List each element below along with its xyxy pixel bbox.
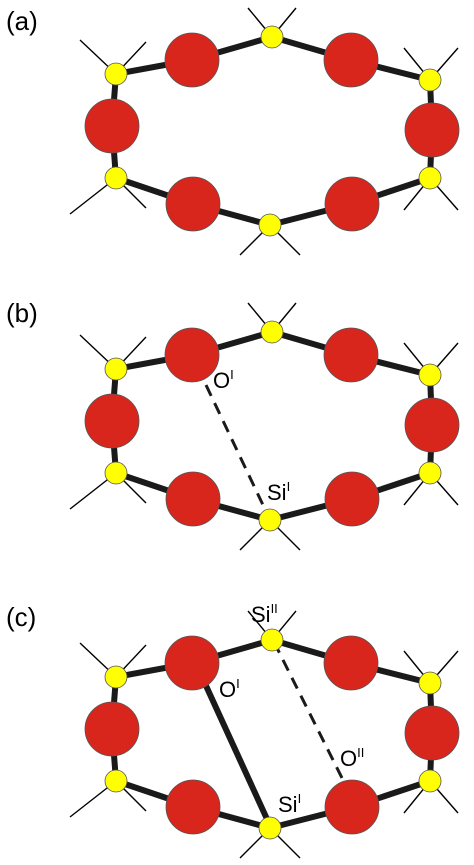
silicon-atom-1 [418,68,442,92]
silicon-atom-3 [258,816,282,840]
silicon-atom-2 [418,769,442,793]
dashed-bond-oI-siI [204,384,265,506]
oxygen-atom-5 [84,701,140,757]
silicon-atom-5 [104,665,128,689]
silicon-atom-1 [418,363,442,387]
oxygen-atom-3 [324,779,380,835]
oxygen-atom-5 [84,393,140,449]
ring-a [69,7,460,256]
panel-label-c: (c) [6,602,36,632]
oxygen-atom-1 [323,32,379,88]
atom-label-siI-c: SiI [278,791,301,817]
panel-a: (a) [6,6,460,256]
panel-label-b: (b) [6,298,38,328]
atom-label-oI-b: OI [213,367,234,393]
silicon-atom-0 [260,25,284,49]
oxygen-atom-3 [324,471,380,527]
silicon-atom-4 [104,166,128,190]
oxygen-atom-0 [164,635,220,691]
oxygen-atom-4 [165,471,221,527]
oxygen-atom-2 [404,397,460,453]
oxygen-atom-0 [164,327,220,383]
atom-label-oII-c: OII [340,745,364,771]
oxygen-atom-4 [165,176,221,232]
ring-b [69,302,460,551]
silicon-atom-5 [104,62,128,86]
ring-c [69,610,460,859]
atom-label-siII-c: SiII [251,601,278,627]
panel-label-a: (a) [6,6,38,36]
atom-label-oI-c: OI [219,676,240,702]
oxygen-atom-4 [165,779,221,835]
panel-b: (b) OI SiI [6,298,460,551]
silicon-atom-2 [418,461,442,485]
oxygen-atom-1 [323,327,379,383]
silicon-atom-0 [260,628,284,652]
silicon-atom-1 [418,671,442,695]
oxygen-atom-2 [404,705,460,761]
panel-c: (c) OI SiI SiII OII [6,601,460,859]
silicon-atom-3 [258,508,282,532]
silicon-atom-4 [104,769,128,793]
oxygen-atom-1 [323,635,379,691]
silicon-atom-5 [104,357,128,381]
oxygen-atom-3 [324,176,380,232]
oxygen-atom-5 [84,98,140,154]
silicon-atom-4 [104,461,128,485]
solid-bond-oI-siI [199,675,275,832]
silicon-atom-2 [418,166,442,190]
silicon-atom-3 [258,213,282,237]
oxygen-atom-2 [404,102,460,158]
silicon-atom-0 [260,320,284,344]
dashed-bond-siII-oII [272,641,345,781]
atom-label-siI-b: SiI [267,479,290,505]
oxygen-atom-0 [164,32,220,88]
